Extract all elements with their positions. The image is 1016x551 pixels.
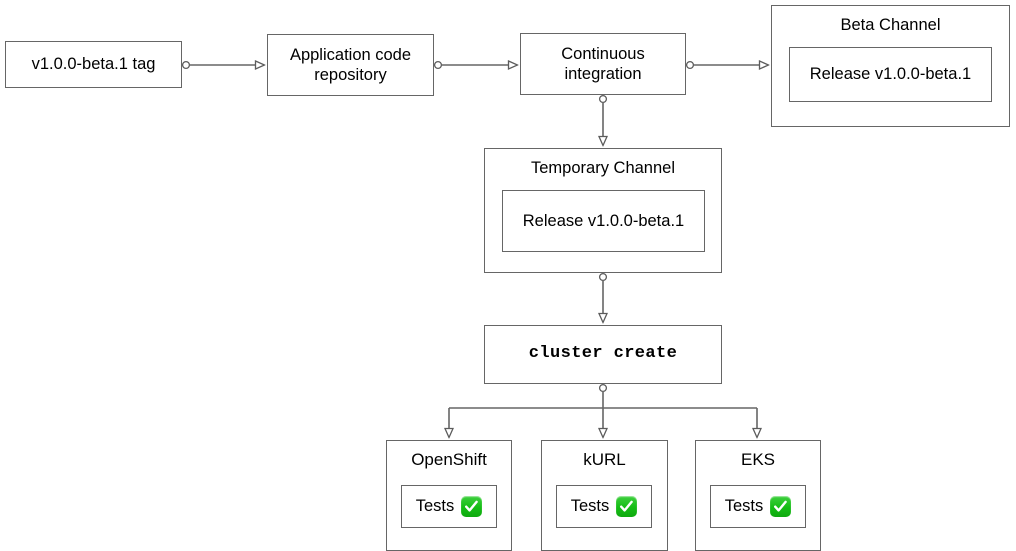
- platform-eks-tests-box[interactable]: Tests: [710, 485, 806, 528]
- platform-kurl-title: kURL: [583, 450, 626, 469]
- node-application-code-repository[interactable]: Application code repository: [267, 34, 434, 96]
- edge-cluster-create-branch: [449, 383, 757, 437]
- edge-repo-to-ci: [433, 62, 517, 69]
- node-cluster-create-command[interactable]: cluster create: [484, 325, 722, 384]
- green-check-icon: [461, 496, 483, 517]
- group-platform-eks[interactable]: EKS Tests: [695, 440, 821, 551]
- group-platform-kurl[interactable]: kURL Tests: [541, 440, 668, 551]
- edge-ci-to-beta-channel: [685, 62, 768, 69]
- platform-openshift-tests-box[interactable]: Tests: [401, 485, 497, 528]
- platform-kurl-tests-box[interactable]: Tests: [556, 485, 652, 528]
- platform-kurl-tests-label: Tests: [570, 497, 610, 515]
- node-continuous-integration[interactable]: Continuous integration: [520, 33, 686, 95]
- edge-temporary-channel-to-cluster-create: [600, 272, 607, 322]
- platform-eks-tests-label: Tests: [724, 497, 764, 515]
- edge-tag-to-repo: [181, 62, 264, 69]
- temporary-channel-title: Temporary Channel: [531, 159, 675, 177]
- platform-eks-title: EKS: [740, 450, 776, 469]
- green-check-icon: [616, 496, 638, 517]
- group-temporary-channel[interactable]: Temporary Channel Release v1.0.0-beta.1: [484, 148, 722, 273]
- green-check-icon: [770, 496, 792, 517]
- beta-channel-title: Beta Channel: [840, 16, 941, 34]
- beta-channel-release-box[interactable]: Release v1.0.0-beta.1: [789, 47, 992, 102]
- temporary-channel-release-box[interactable]: Release v1.0.0-beta.1: [502, 190, 705, 252]
- edge-ci-to-temporary-channel: [600, 94, 607, 145]
- group-beta-channel[interactable]: Beta Channel Release v1.0.0-beta.1: [771, 5, 1010, 127]
- platform-openshift-tests-label: Tests: [415, 497, 455, 515]
- node-version-tag[interactable]: v1.0.0-beta.1 tag: [5, 41, 182, 88]
- platform-openshift-title: OpenShift: [411, 450, 487, 469]
- group-platform-openshift[interactable]: OpenShift Tests: [386, 440, 512, 551]
